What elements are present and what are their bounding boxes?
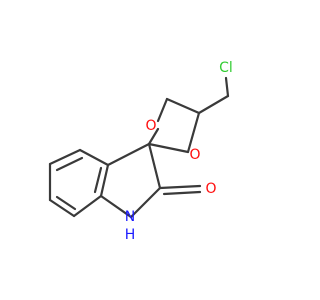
bond-c6ar-c7ar [48, 198, 76, 218]
atom-nitrogen: N [125, 209, 135, 225]
bond-aromatic-inner-2 [55, 195, 77, 211]
bond-spiro-c2 [147, 142, 162, 190]
bond-aromatic-inner-3 [93, 166, 103, 194]
atom-oxygen-ring-right: O [189, 147, 200, 163]
bond-ch2-c4 [197, 94, 230, 115]
bond-c7ar-c7a [72, 194, 103, 218]
bond-o-right-c4 [186, 111, 201, 154]
bonds [48, 76, 230, 219]
bond-spiro-o-right [147, 142, 190, 154]
bond-c7a-c3a [99, 163, 110, 198]
bond-c2-o-carbonyl-b [162, 190, 202, 196]
bond-cl-ch2 [224, 76, 230, 98]
atom-chlorine: Cl [219, 60, 233, 76]
bond-c5-o-left [156, 97, 169, 123]
bond-o-left-spiro [147, 127, 160, 146]
atom-hydrogen-on-nitrogen: H [125, 227, 136, 243]
bond-c3a-c4ar [78, 148, 110, 167]
bond-c4ar-c5ar [48, 148, 82, 166]
atom-labels: Cl O O O N H [125, 60, 233, 243]
bond-c4-c5 [165, 97, 201, 115]
bond-c2-n [129, 186, 162, 219]
bond-aromatic-inner-1 [55, 156, 84, 172]
atom-oxygen-ring-left: O [145, 118, 156, 134]
atom-oxygen-carbonyl: O [205, 181, 216, 197]
bond-spiro-c3a [106, 142, 151, 167]
bond-n-c7a [99, 194, 133, 219]
molecule-structure-diagram: Cl O O O N H [48, 60, 233, 243]
bond-c2-o-carbonyl-a [158, 184, 202, 190]
